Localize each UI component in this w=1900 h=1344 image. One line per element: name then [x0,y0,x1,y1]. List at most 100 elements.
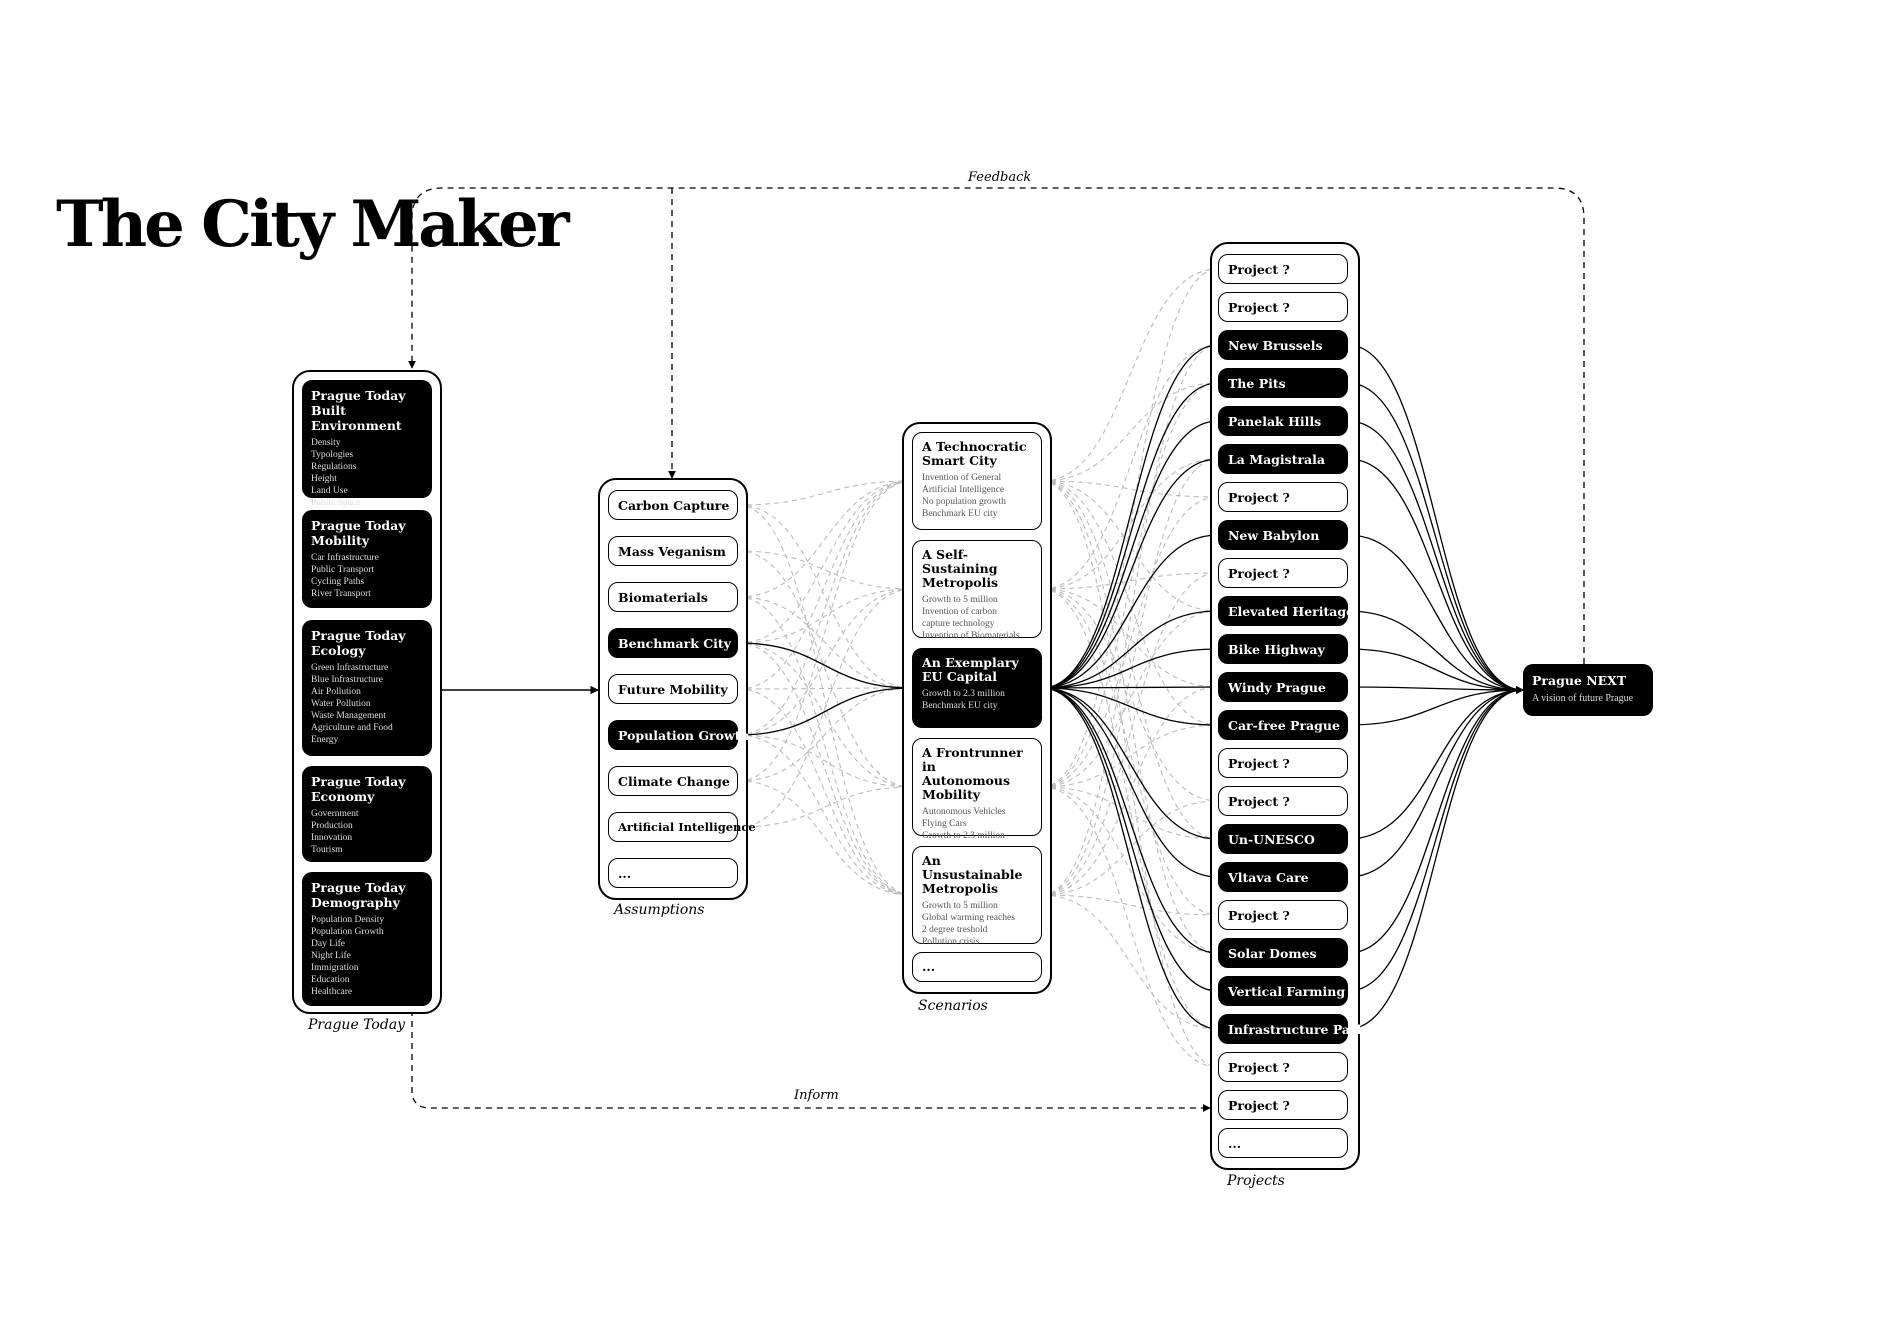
possible-link [1041,786,1219,840]
box-item: River Transport [311,589,371,599]
box-title: Prague Today Mobility [311,518,406,548]
project-item: Project ? [1218,482,1348,512]
selected-link [1041,687,1219,843]
project-item: Project ? [1218,558,1348,588]
box-item: Immigration [311,963,359,973]
scenario-detail: Growth to 2.3 million [922,689,1005,699]
possible-link [737,596,913,689]
possible-link [737,596,913,896]
project-item: Un-UNESCO [1218,824,1348,854]
assumption-item: ... [608,858,738,888]
feedback-label: Feedback [968,170,1032,185]
output-link [1347,686,1524,840]
scenario-detail: Artificial Intelligence [922,485,1005,495]
possible-link [1041,894,1219,916]
possible-link [1041,458,1219,896]
scenario-detail: Global warming reaches [922,913,1015,923]
scenario-title: A Self-Sustaining Metropolis [922,547,999,590]
project-item: Project ? [1218,292,1348,322]
possible-link [1041,344,1219,590]
prague-next-title: Prague NEXT [1532,673,1627,688]
box-title: Prague Today Built Environment [311,388,406,433]
box-item: Tourism [311,845,343,855]
scenario-title: A Technocratic Smart City [922,439,1027,468]
scenario-detail: Invention of Biomaterials [922,631,1020,641]
assumption-item: Population Growth [608,720,750,750]
box-item: Population Growth [311,927,384,937]
box-item: Green Infrastructure [311,663,389,673]
scenario-title: An Unsustainable Metropolis [922,853,1023,896]
box-item: Land Use [311,486,348,496]
box-item: Car Infrastructure [311,553,379,563]
assumption-item: Climate Change [608,766,738,796]
prague-next-subtitle: A vision of future Prague [1532,693,1634,704]
output-link [1347,344,1524,694]
scenario-detail: Benchmark EU city [922,701,998,711]
possible-link [1041,572,1219,590]
project-item: Infrastructure Parks [1218,1014,1372,1044]
box-item: Public Transport [311,565,375,575]
project-item: Project ? [1218,1090,1348,1120]
feedback-inform-loops [408,187,1585,1112]
possible-link [737,688,913,896]
possible-link [1041,588,1219,916]
scenario-detail: Flying Cars [922,819,967,829]
box-title: Prague Today Demography [311,880,406,910]
box-title: Prague Today Economy [311,774,406,804]
output-link [1347,686,1524,726]
possible-link [737,786,913,828]
output-link [1347,686,1524,1030]
possible-link [1041,480,1219,612]
possible-link [737,480,913,690]
possible-link [1041,268,1219,788]
possible-link [1041,588,1219,1030]
possible-link [737,588,913,828]
scenario-detail: Invention of General [922,473,1002,483]
possible-link [1041,588,1219,802]
possible-link [1041,458,1219,590]
possible-link [1041,344,1219,896]
box-item: Energy [311,735,339,745]
feedback-loop [408,187,1585,664]
selected-links [737,341,1524,1033]
selected-link [1041,687,1219,881]
scenario-detail: No population growth [922,497,1006,507]
possible-link [737,480,913,598]
output-link [1347,686,1524,954]
project-item: Solar Domes [1218,938,1348,968]
possible-link [737,480,913,644]
possible-link [737,550,913,788]
scenarios-caption: Scenarios [918,998,988,1014]
project-item: New Babylon [1218,520,1348,550]
project-item: Project ? [1218,254,1348,284]
selected-link [1041,687,1219,729]
possible-link [737,734,913,788]
scenario-item: ... [912,952,1042,982]
project-item: Bike Highway [1218,634,1348,664]
possible-link [1041,894,1219,1030]
selected-link [1041,417,1219,689]
scenario-detail: Autonomous Vehicles [922,807,1006,817]
assumption-item: Carbon Capture [608,490,738,520]
possible-link [1041,572,1219,896]
scenario-title: An Exemplary EU Capital [922,655,1019,684]
project-item: Project ? [1218,1052,1348,1082]
possible-link [737,687,913,690]
project-item: ... [1218,1128,1348,1158]
project-item: Project ? [1218,748,1348,778]
scenario-title: ... [922,959,936,974]
project-item: Vertical Farming [1218,976,1348,1006]
output-link [1347,686,1524,992]
box-item: Regulations [311,462,357,472]
scenario-detail: 2 degree treshold [922,925,988,935]
projects-caption: Projects [1227,1173,1285,1189]
prague-next-box: Prague NEXT A vision of future Prague [1523,664,1653,716]
box-item: Public Space [311,498,361,508]
box-item: Water Pollution [311,699,371,709]
selected-link [1041,379,1219,689]
scenario-detail: Pollution crisis [922,937,980,947]
inform-loop [411,1010,1211,1112]
